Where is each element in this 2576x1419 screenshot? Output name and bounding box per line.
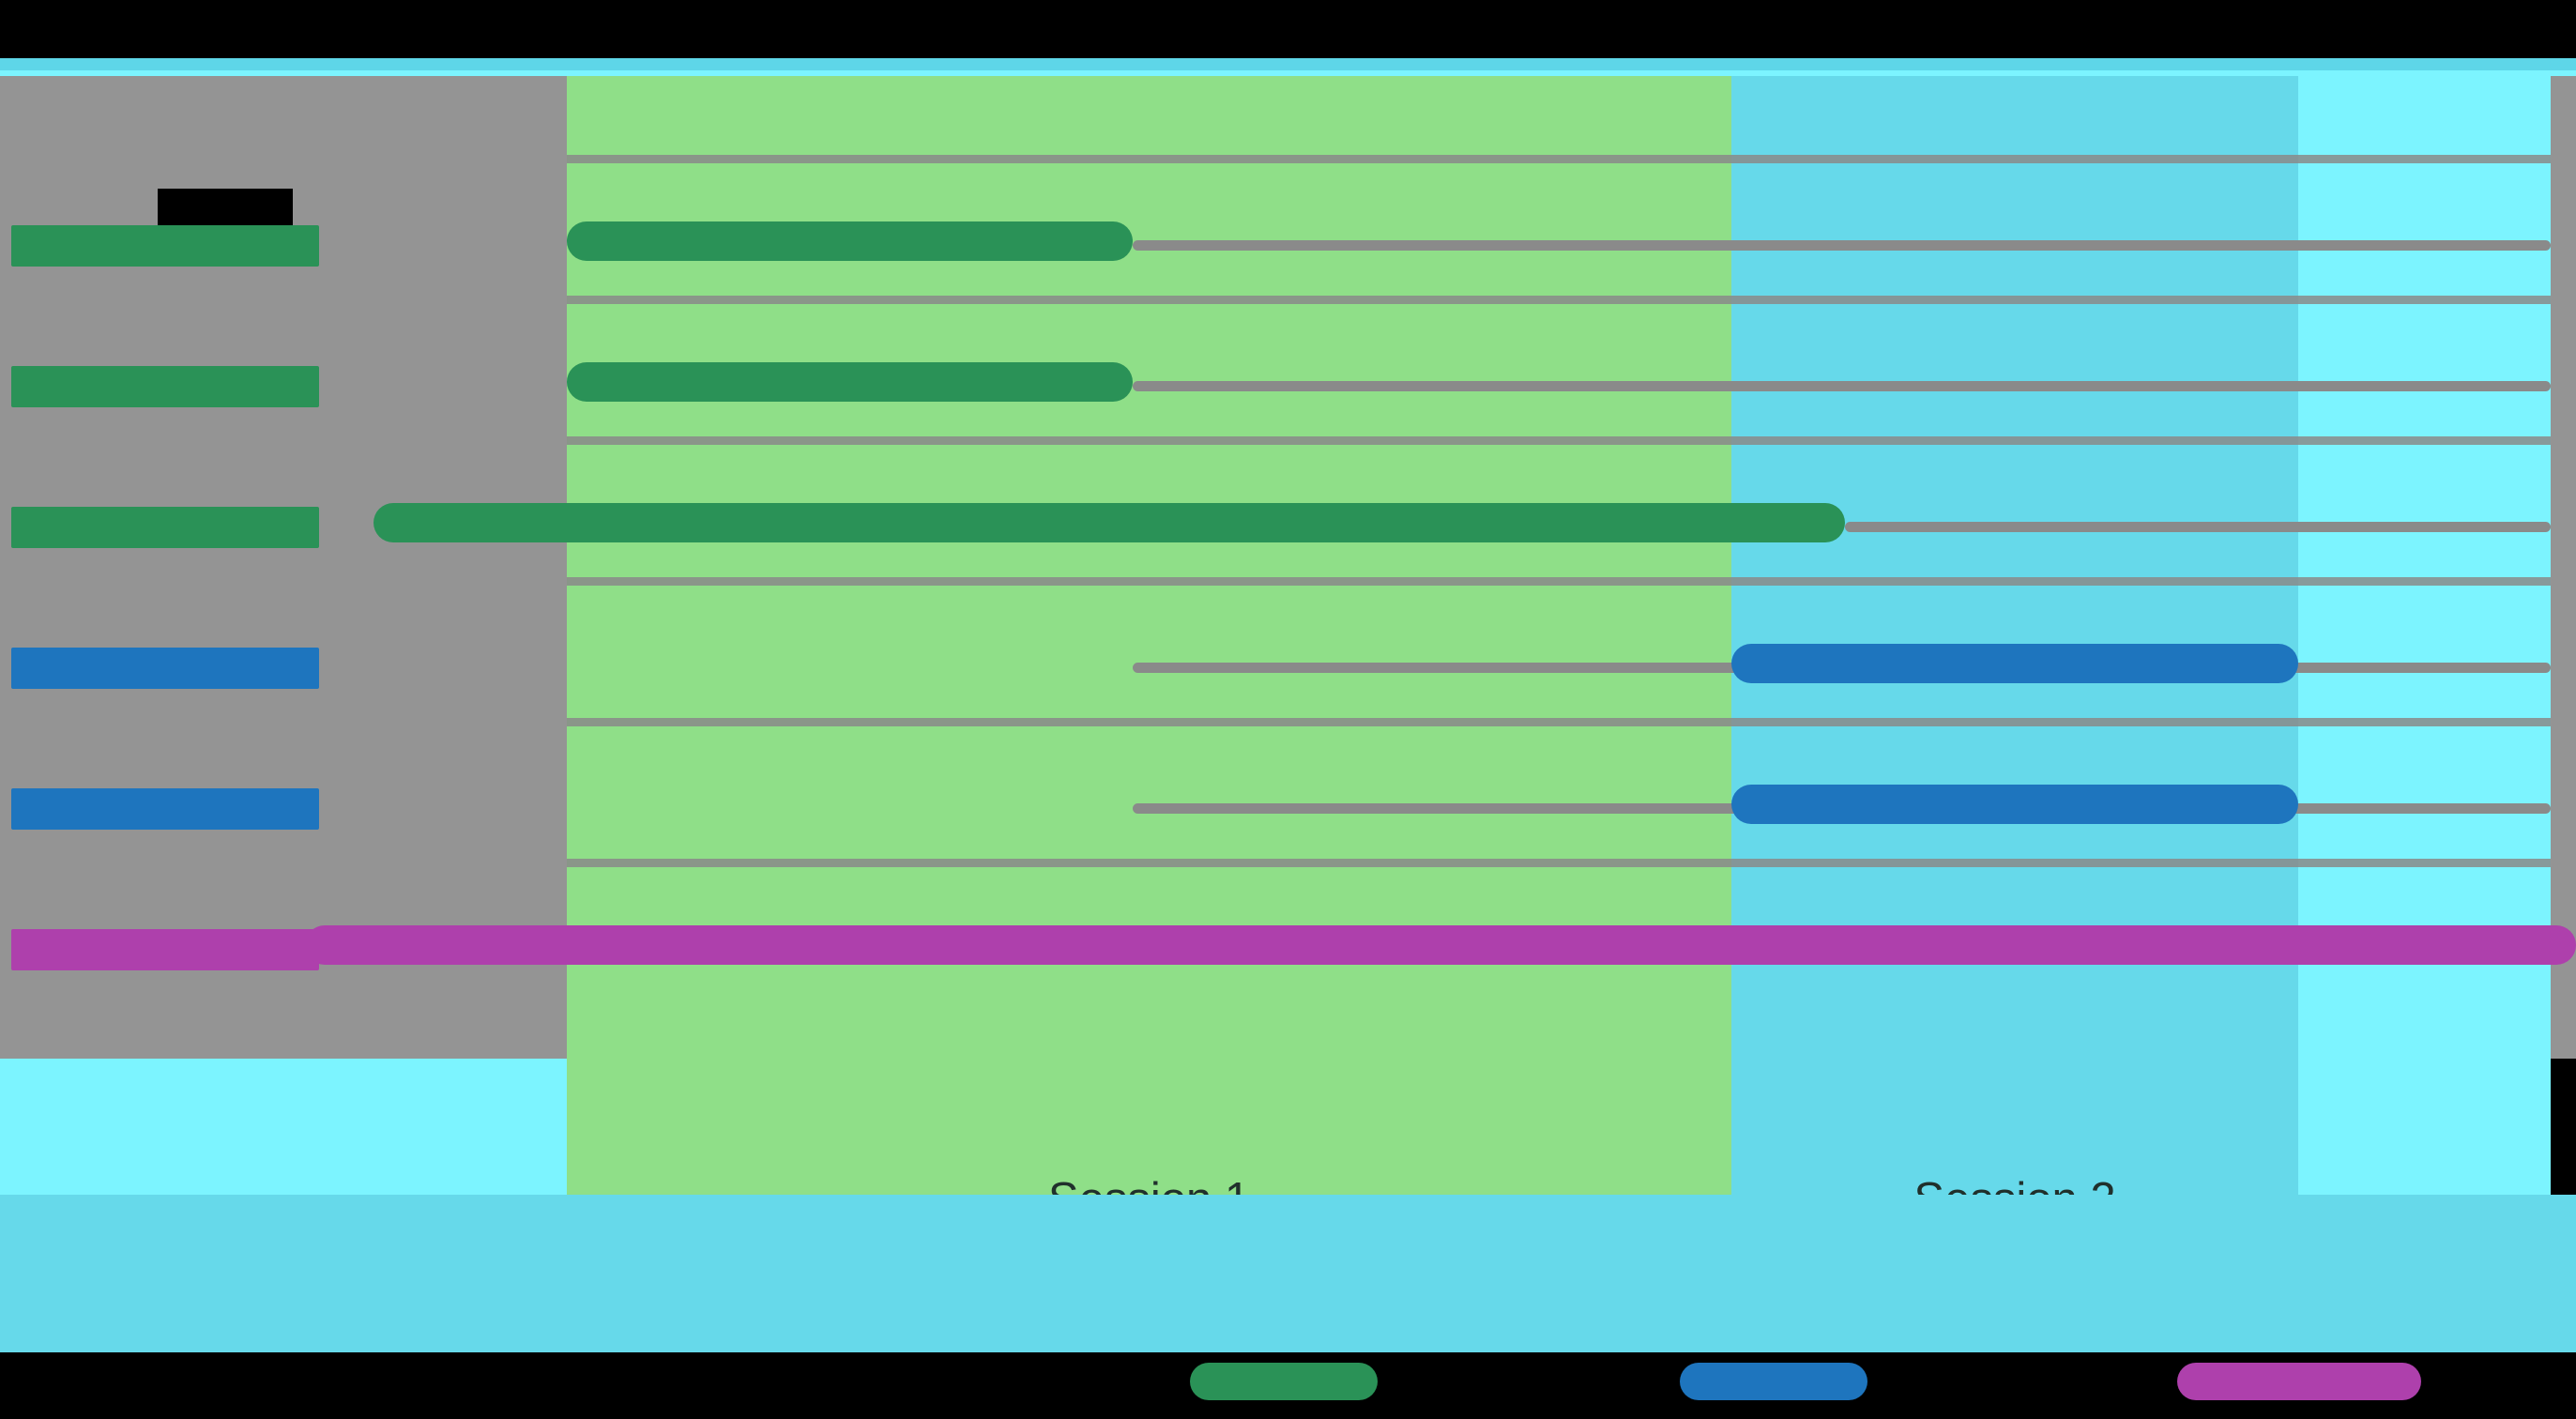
magenta-pill-swatch-icon [2177, 1363, 2421, 1400]
chart-plot-area: DataSetA1 DataSetA2 DataSetA3 DataSetB1 … [0, 76, 2576, 1225]
y-label-datasetb2[interactable]: DataSetB2 [11, 788, 319, 830]
green-pill-swatch-icon [1190, 1363, 1378, 1400]
legend-item-group-c[interactable] [2177, 1363, 2421, 1400]
bar-dataseta3[interactable] [373, 503, 1845, 542]
track-row-0 [1133, 240, 2551, 251]
right-axis-margin [2551, 76, 2576, 1059]
top-black-bar [0, 0, 2576, 58]
y-label-datasetc1[interactable]: DataSetC1 [11, 929, 319, 970]
top-cyan-divider [0, 58, 2576, 70]
page-title [158, 189, 293, 228]
bar-datasetb1[interactable] [1731, 644, 2298, 683]
session-band-1 [567, 76, 1731, 1195]
session-band-2 [1731, 76, 2298, 1195]
legend-item-group-b[interactable] [1680, 1363, 1867, 1400]
bar-datasetb2[interactable] [1731, 785, 2298, 824]
y-label-dataseta2[interactable]: DataSetA2 [11, 366, 319, 407]
track-row-1 [1133, 381, 2551, 391]
y-label-datasetb1[interactable]: DataSetB1 [11, 648, 319, 689]
y-label-dataseta1[interactable]: DataSetA1 [11, 225, 319, 267]
blue-pill-swatch-icon [1680, 1363, 1867, 1400]
gridline-row-4 [567, 718, 2551, 726]
footer-cyan-band [0, 1195, 2576, 1352]
gridline-row-3 [567, 577, 2551, 586]
session-band-3 [2298, 76, 2551, 1195]
bar-datasetc1[interactable] [305, 925, 2576, 965]
gridline-row-1 [567, 296, 2551, 304]
x-axis-footer-block [0, 1059, 567, 1195]
bar-dataseta1[interactable] [567, 221, 1133, 261]
track-row-2 [1845, 522, 2551, 532]
gridline-row-2 [567, 436, 2551, 445]
bar-dataseta2[interactable] [567, 362, 1133, 402]
legend-item-group-a[interactable] [1190, 1363, 1378, 1400]
gridline-row-5 [567, 859, 2551, 867]
gridline-row-0 [567, 155, 2551, 163]
top-cyan-divider-light [0, 70, 2576, 76]
y-label-dataseta3[interactable]: DataSetA3 [11, 507, 319, 548]
